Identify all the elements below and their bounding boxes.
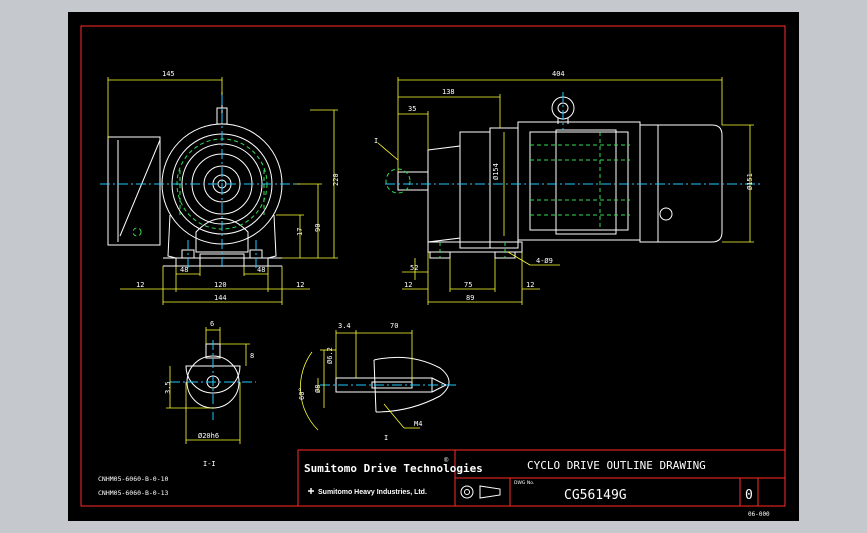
company-name: Sumitomo Drive Technologies	[304, 462, 483, 475]
projection-symbol-icon	[460, 485, 501, 499]
dim-3-5: 3.5	[164, 381, 172, 394]
dim-12-b: 12	[526, 281, 534, 289]
dim-thread: M4	[414, 420, 422, 428]
sumitomo-logo-icon	[308, 488, 314, 494]
title-block: Sumitomo Drive Technologies ® Sumitomo H…	[297, 449, 786, 507]
dim-404: 404	[552, 70, 565, 78]
dim-12-left: 12	[136, 281, 144, 289]
dim-dia-20: Ø20h6	[198, 432, 219, 440]
side-view: 404 138 35 Ø154 Ø151 52 12 75 12 89 4-Ø9…	[374, 70, 760, 305]
dim-120: 120	[214, 281, 227, 289]
dim-12-a: 12	[404, 281, 412, 289]
holes-note: 4-Ø9	[536, 257, 553, 265]
company-registered-mark: ®	[444, 457, 449, 464]
shaft-detail: 3.4 70 Ø6.2 Ø8 60° M4 I	[298, 322, 458, 442]
drawing-title: CYCLO DRIVE OUTLINE DRAWING	[527, 459, 706, 472]
dim-89: 89	[466, 294, 474, 302]
dim-key-height: 8	[250, 352, 254, 360]
dim-52: 52	[410, 264, 418, 272]
dim-dia-154: Ø154	[492, 163, 500, 180]
dim-70: 70	[390, 322, 398, 330]
dim-220: 220	[332, 173, 340, 186]
dim-17: 17	[296, 228, 304, 236]
dim-48-left: 48	[180, 266, 188, 274]
dim-12-right: 12	[296, 281, 304, 289]
dim-key-width: 6	[210, 320, 214, 328]
dim-35: 35	[408, 105, 416, 113]
dim-145: 145	[162, 70, 175, 78]
dim-138: 138	[442, 88, 455, 96]
dwg-no-label: DWG No.	[514, 480, 534, 486]
dim-angle-60: 60°	[298, 387, 306, 400]
dim-90: 90	[314, 224, 322, 232]
dim-48-right: 48	[257, 266, 265, 274]
dim-dia-6-2: Ø6.2	[326, 347, 334, 364]
front-view: 145 220 17 90 12 48 48 120 144 12	[100, 70, 340, 305]
section-mark: I	[374, 137, 378, 145]
detail-label: I	[384, 434, 388, 442]
parent-company: Sumitomo Heavy Industries, Ltd.	[318, 489, 427, 496]
dim-dia-8: Ø8	[314, 385, 322, 393]
dim-144: 144	[214, 294, 227, 302]
dim-75: 75	[464, 281, 472, 289]
notes: CNHM05-6060-B-0-10 CNHM05-6060-B-0-13	[98, 475, 169, 497]
dim-3-4: 3.4	[338, 322, 351, 330]
drawing-number: CG56149G	[564, 488, 627, 503]
page-code: 06-000	[748, 511, 770, 518]
note-line-1: CNHM05-6060-B-0-10	[98, 475, 169, 483]
revision-number: 0	[745, 488, 753, 503]
dim-dia-151: Ø151	[746, 173, 754, 190]
section-label: I-I	[203, 460, 216, 468]
note-line-2: CNHM05-6060-B-0-13	[98, 489, 169, 497]
section-view: 6 8 3.5 Ø20h6 I-I	[164, 320, 256, 468]
